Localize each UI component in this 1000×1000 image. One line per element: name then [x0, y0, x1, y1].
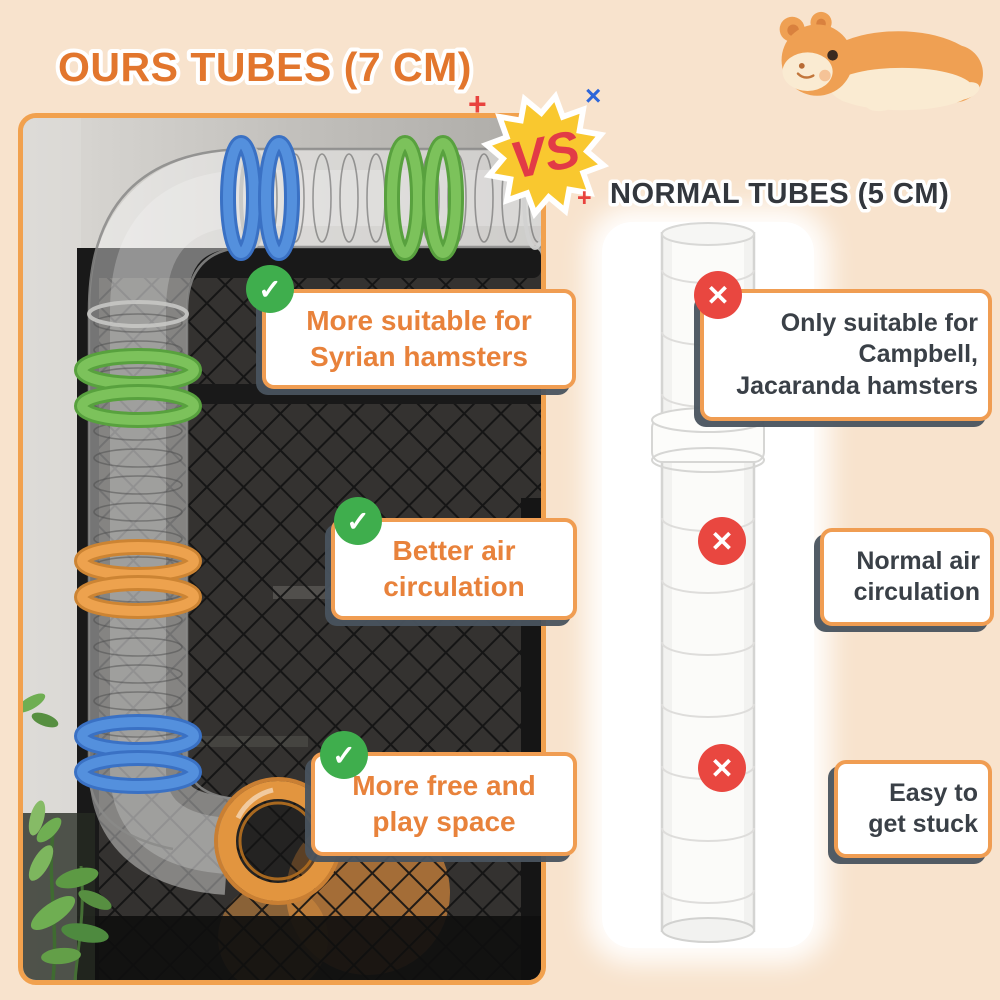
cross-icon: ✕ — [694, 271, 742, 319]
ours-tubes-title-text: OURS TUBES (7 CM) — [58, 44, 472, 90]
normal-tubes-title: NORMAL TUBES (5 CM) — [607, 175, 953, 214]
cross-decoration: × — [585, 80, 602, 111]
plus-decoration: + — [468, 86, 487, 122]
con-callout-stuck: Easy to get stuck — [834, 760, 992, 858]
vs-badge: VS — [480, 90, 610, 220]
con-callout-text: Normal air circulation — [853, 546, 980, 607]
con-callout-text: Only suitable for Campbell, Jacaranda ha… — [736, 308, 978, 400]
vs-starburst — [480, 90, 610, 220]
cross-icon: ✕ — [698, 744, 746, 792]
normal-tubes-title-text: NORMAL TUBES (5 CM) — [610, 178, 949, 210]
check-icon: ✓ — [334, 497, 382, 545]
plus-decoration: + — [577, 184, 592, 212]
pro-callout-text: More free and play space — [352, 770, 536, 837]
con-callout-airflow: Normal air circulation — [820, 528, 994, 626]
plant-illustration — [23, 693, 112, 980]
vs-label: VS — [505, 119, 585, 190]
ours-tubes-title: OURS TUBES (7 CM) — [54, 40, 475, 94]
pro-callout-text: More suitable for Syrian hamsters — [306, 305, 532, 372]
hamster-illustration — [779, 11, 983, 112]
pro-callout-text: Better air circulation — [383, 535, 525, 602]
cross-icon: ✕ — [698, 517, 746, 565]
check-icon: ✓ — [246, 265, 294, 313]
con-callout-suitability: Only suitable for Campbell, Jacaranda ha… — [700, 289, 992, 421]
pro-callout-suitability: More suitable for Syrian hamsters — [262, 289, 576, 389]
con-callout-text: Easy to get stuck — [868, 778, 978, 839]
check-icon: ✓ — [320, 731, 368, 779]
pro-callout-airflow: Better air circulation — [331, 518, 577, 620]
pro-callout-space: More free and play space — [311, 752, 577, 856]
wide-tube-illustration — [74, 135, 541, 905]
